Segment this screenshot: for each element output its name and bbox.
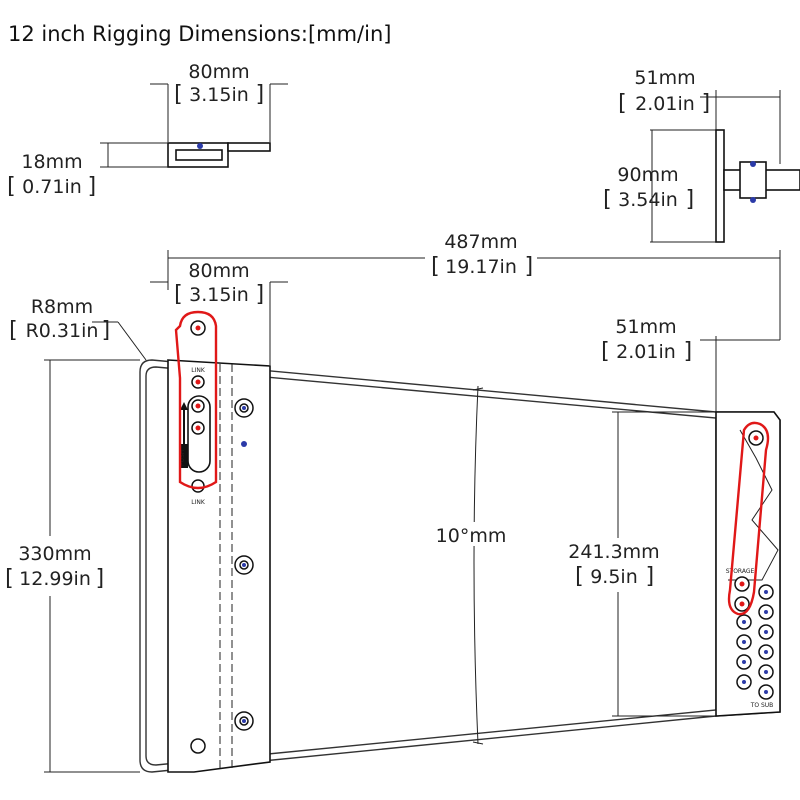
- svg-text:]: ]: [94, 566, 107, 591]
- top-width-mm: 80mm: [188, 61, 249, 83]
- front-link-outline: [174, 310, 218, 490]
- svg-text:]: ]: [254, 282, 267, 307]
- link-label-top: LINK: [191, 367, 206, 374]
- rear-link-outline: [727, 421, 770, 616]
- rear-height-mm: 241.3mm: [568, 541, 659, 563]
- svg-text:]: ]: [682, 339, 695, 364]
- to-sub-label: TO SUB: [750, 702, 774, 709]
- radius-mm: R8mm: [31, 296, 93, 318]
- top-view-bracket: [100, 83, 288, 168]
- storage-label: STORAGE: [726, 568, 755, 575]
- angle-label: 10°mm: [436, 525, 507, 547]
- overall-length-in: 19.17in: [445, 256, 517, 278]
- svg-text:]: ]: [86, 174, 99, 199]
- svg-text:[: [: [598, 339, 611, 364]
- svg-text:[: [: [6, 318, 19, 343]
- svg-text:]: ]: [100, 318, 113, 343]
- front-width-in: 3.15in: [189, 284, 249, 306]
- height-mm: 330mm: [18, 543, 91, 565]
- link-label-bottom: LINK: [191, 499, 206, 506]
- side-view-bracket: [650, 90, 800, 243]
- front-width-mm: 80mm: [188, 260, 249, 282]
- svg-text:[: [: [2, 566, 15, 591]
- svg-text:]: ]: [254, 82, 267, 107]
- svg-text:]: ]: [684, 187, 697, 212]
- svg-text:]: ]: [644, 564, 657, 589]
- rear-width-in: 2.01in: [616, 341, 676, 363]
- front-rigging-plate: [167, 359, 271, 773]
- svg-text:]: ]: [523, 254, 536, 279]
- side-height-in: 3.54in: [618, 189, 678, 211]
- top-width-in: 3.15in: [189, 84, 249, 106]
- svg-text:[: [: [171, 82, 184, 107]
- push-label: PUSH: [179, 450, 186, 466]
- svg-text:[: [: [171, 282, 184, 307]
- side-height-mm: 90mm: [617, 164, 678, 186]
- page-title: 12 inch Rigging Dimensions:[mm/in]: [8, 22, 392, 46]
- top-height-mm: 18mm: [21, 151, 82, 173]
- overall-length-mm: 487mm: [444, 231, 517, 253]
- top-height-in: 0.71in: [22, 176, 82, 198]
- rear-pin-holes: [734, 576, 774, 700]
- rear-rigging-plate: [715, 411, 781, 717]
- front-pin-holes: [190, 375, 254, 754]
- radius-in: R0.31in: [26, 320, 99, 342]
- svg-text:[: [: [572, 564, 585, 589]
- svg-text:[: [: [4, 174, 17, 199]
- height-in: 12.99in: [19, 568, 91, 590]
- svg-text:[: [: [615, 91, 628, 116]
- svg-text:[: [: [600, 187, 613, 212]
- side-width-mm: 51mm: [634, 67, 695, 89]
- svg-text:[: [: [428, 254, 441, 279]
- svg-text:]: ]: [700, 91, 713, 116]
- rear-height-in: 9.5in: [590, 566, 638, 588]
- side-width-in: 2.01in: [635, 93, 695, 115]
- rear-width-mm: 51mm: [615, 316, 676, 338]
